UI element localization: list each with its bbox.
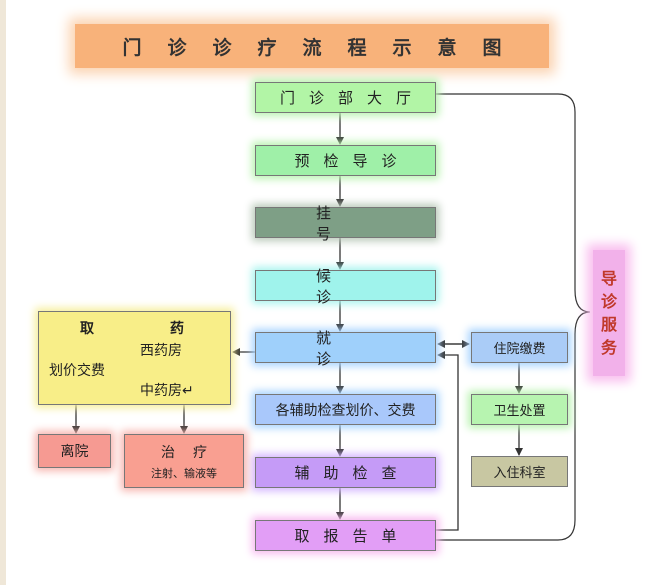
node-register: 挂 号 [255, 204, 436, 243]
node-get-report: 取报告单 [255, 520, 436, 551]
node-outpatient-hall: 门诊部大厅 [255, 82, 436, 113]
node-pharmacy [38, 311, 231, 405]
guide-char-1: 导 [600, 269, 617, 288]
node-exam-payment: 各辅助检查划价、交费 [255, 394, 436, 425]
pharmacy-title-char-1: 取 [80, 321, 94, 337]
guide-char-2: 诊 [600, 292, 617, 311]
node-visit: 就 诊 [255, 329, 436, 368]
pharmacy-pricing-label: 划价交费 [49, 363, 105, 379]
node-hygiene-treatment: 卫生处置 [471, 394, 568, 425]
node-wait: 候 诊 [255, 267, 436, 306]
node-leave-hospital: 离院 [38, 434, 111, 468]
page-title: 门诊诊疗流程示意图 [75, 24, 549, 68]
pharmacy-chinese-label: 中药房↵ [140, 383, 194, 399]
treatment-sublabel: 注射、输液等 [151, 466, 217, 480]
node-inpatient-payment: 住院缴费 [471, 332, 568, 363]
node-admit-ward: 入住科室 [471, 456, 568, 487]
node-guide-service: 导 诊 服 务 [593, 250, 625, 376]
node-auxiliary-exam: 辅助检查 [255, 457, 436, 488]
page-left-edge [0, 0, 6, 585]
guide-char-3: 服 [600, 315, 617, 334]
node-treatment: 治疗 注射、输液等 [124, 434, 244, 488]
node-pre-check: 预检导诊 [255, 145, 436, 176]
pharmacy-western-label: 西药房 [140, 343, 182, 359]
arrow-report-back-to-visit [436, 351, 459, 531]
pharmacy-title-char-2: 药 [170, 321, 184, 337]
guide-service-brace [436, 93, 591, 541]
guide-char-4: 务 [600, 338, 617, 357]
treatment-label: 治疗 [161, 444, 225, 461]
